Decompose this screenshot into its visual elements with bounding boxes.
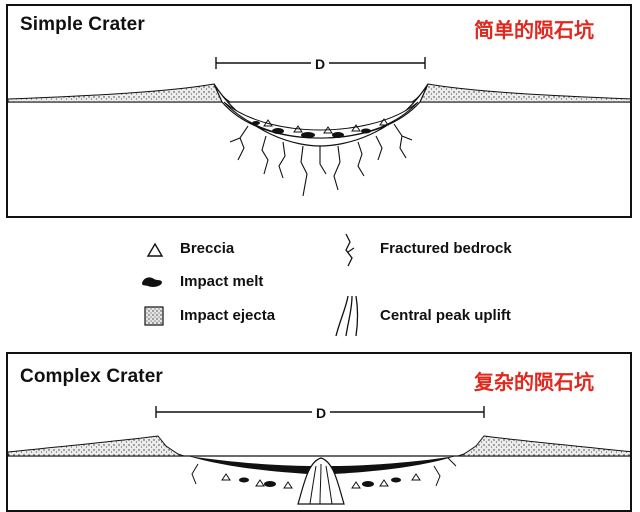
complex-crater-diagram: D [8, 403, 630, 505]
impact-melt-blobs [239, 477, 401, 487]
simple-crater-title: Simple Crater [20, 14, 145, 35]
legend-fractured-bedrock: Fractured bedrock [380, 240, 512, 257]
fractured-bedrock [191, 457, 457, 487]
simple-crater-title-cn: 简单的陨石坑 [474, 18, 594, 42]
complex-crater-panel: D Compl [6, 352, 632, 512]
impact-melt-blobs [252, 121, 371, 138]
complex-crater-title: Complex Crater [20, 366, 163, 387]
ejecta-right [410, 83, 630, 103]
ejecta-left [8, 435, 185, 457]
legend-central-peak-uplift: Central peak uplift [380, 307, 511, 324]
simple-crater-diagram: D [8, 54, 630, 197]
legend-breccia: Breccia [180, 240, 235, 257]
fractured-bedrock-icon [345, 233, 355, 267]
breccia-triangles [263, 118, 389, 134]
breccia-icon [146, 242, 164, 257]
impact-ejecta-icon [144, 306, 164, 326]
legend: Breccia Impact melt Impact ejecta Fractu… [0, 222, 640, 350]
diameter-indicator [215, 54, 426, 72]
ejecta-left [8, 83, 232, 103]
central-peak-uplift-icon [335, 295, 359, 337]
diameter-indicator [155, 403, 485, 421]
complex-crater-title-cn: 复杂的陨石坑 [474, 370, 594, 394]
impact-melt-icon [142, 277, 162, 287]
diameter-label: D [315, 56, 325, 72]
legend-impact-ejecta: Impact ejecta [180, 307, 276, 324]
diameter-label: D [316, 405, 326, 421]
ejecta-right [457, 435, 630, 457]
simple-crater-panel: D [6, 4, 632, 218]
fractured-bedrock [229, 123, 413, 197]
breccia-triangles [221, 473, 421, 489]
legend-impact-melt: Impact melt [180, 273, 264, 290]
breccia-lens [223, 101, 419, 139]
